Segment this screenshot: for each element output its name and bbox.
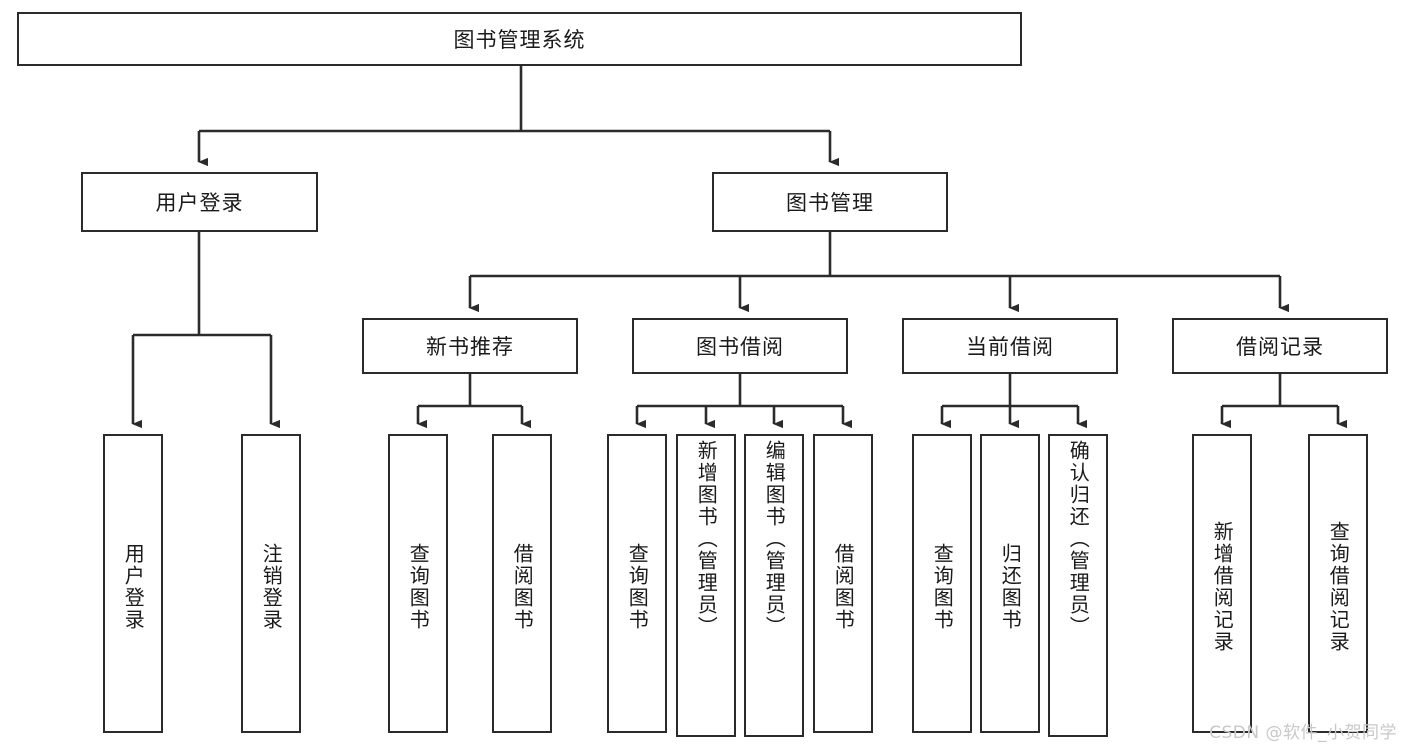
leaf-edit-book[interactable]: 编辑图书（管理员） [744, 434, 804, 737]
leaf-add-book[interactable]: 新增图书（管理员） [676, 434, 736, 737]
node-label: 借阅记录 [1236, 335, 1324, 359]
leaf-user-logout[interactable]: 注销登录 [241, 434, 301, 733]
node-label: 图书借阅 [696, 335, 784, 359]
leaf-label: 新增图书（管理员） [694, 440, 719, 638]
leaf-user-login[interactable]: 用户登录 [103, 434, 163, 733]
leaf-label: 注销登录 [259, 542, 284, 631]
node-book-manage[interactable]: 图书管理 [712, 172, 948, 232]
leaf-query-book-current[interactable]: 查询图书 [912, 434, 972, 733]
leaf-borrow-book[interactable]: 借阅图书 [813, 434, 873, 733]
node-root-system[interactable]: 图书管理系统 [17, 12, 1022, 66]
leaf-label: 编辑图书（管理员） [762, 440, 787, 638]
leaf-label: 查询图书 [625, 542, 650, 631]
node-label: 图书管理系统 [453, 28, 586, 52]
leaf-confirm-return[interactable]: 确认归还（管理员） [1048, 434, 1108, 737]
leaf-label: 新增借阅记录 [1210, 520, 1235, 653]
leaf-label: 查询借阅记录 [1326, 520, 1351, 653]
node-user-login[interactable]: 用户登录 [81, 172, 318, 232]
leaf-label: 查询图书 [406, 542, 431, 631]
leaf-borrow-book-recommend[interactable]: 借阅图书 [492, 434, 552, 733]
leaf-label: 借阅图书 [510, 542, 535, 631]
node-label: 用户登录 [155, 191, 244, 215]
leaf-query-book-borrow[interactable]: 查询图书 [607, 434, 667, 733]
node-current-borrow[interactable]: 当前借阅 [902, 318, 1118, 374]
leaf-return-book[interactable]: 归还图书 [980, 434, 1040, 733]
leaf-add-borrow-record[interactable]: 新增借阅记录 [1192, 434, 1252, 733]
node-book-borrow[interactable]: 图书借阅 [632, 318, 848, 374]
node-label: 新书推荐 [426, 335, 514, 359]
node-label: 当前借阅 [966, 335, 1054, 359]
csdn-watermark: CSDN @软件_小贺同学 [1209, 723, 1397, 743]
leaf-label: 借阅图书 [831, 542, 856, 631]
leaf-label: 用户登录 [121, 542, 146, 631]
leaf-label: 确认归还（管理员） [1066, 440, 1091, 638]
node-label: 图书管理 [786, 191, 874, 215]
node-new-book-recommend[interactable]: 新书推荐 [362, 318, 578, 374]
leaf-label: 查询图书 [930, 542, 955, 631]
leaf-query-borrow-record[interactable]: 查询借阅记录 [1308, 434, 1368, 733]
leaf-query-book-recommend[interactable]: 查询图书 [388, 434, 448, 733]
leaf-label: 归还图书 [998, 542, 1023, 631]
node-borrow-record[interactable]: 借阅记录 [1172, 318, 1388, 374]
